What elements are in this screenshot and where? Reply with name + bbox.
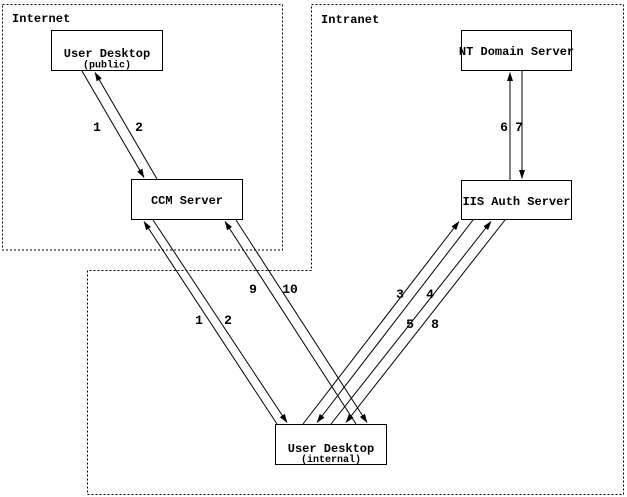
step-label-6: 6	[500, 120, 508, 135]
arrow-10-ccm-to-internal-desktop	[235, 219, 368, 423]
step-label-3: 3	[396, 287, 404, 302]
step-label-9: 9	[249, 282, 257, 297]
internet-zone-border	[2, 4, 283, 251]
iis-auth-server-box	[461, 180, 572, 220]
user-desktop-internal-subtitle: (internal)	[301, 454, 361, 466]
arrow-4-iis-to-internal-desktop	[316, 219, 474, 423]
step-label-4: 4	[426, 287, 434, 302]
step-label-2-public: 2	[135, 120, 143, 135]
ccm-server-box	[131, 179, 243, 220]
node-ccm-server: CCM Server	[131, 179, 243, 220]
arrow-2-ccm-to-public-desktop	[94, 72, 158, 180]
arrow-8-iis-to-internal-desktop	[345, 219, 506, 423]
iis-auth-server-title: IIS Auth Server	[462, 195, 570, 209]
arrow-1-public-desktop-to-ccm	[81, 70, 145, 178]
internet-zone-label: Internet	[12, 12, 70, 26]
step-label-10: 10	[282, 282, 298, 297]
arrow-3-internal-desktop-to-iis	[302, 221, 460, 425]
arrow-2-ccm-to-internal-desktop	[152, 219, 288, 423]
arrow-5-internal-desktop-to-iis	[330, 221, 492, 425]
ccm-server-title: CCM Server	[151, 194, 223, 208]
node-user-desktop-public: User Desktop (public)	[51, 30, 163, 72]
intranet-zone-border	[87, 4, 624, 495]
user-desktop-public-box	[51, 30, 163, 71]
intranet-zone-label: Intranet	[321, 13, 379, 27]
nt-domain-server-title: NT Domain Server	[459, 45, 574, 59]
step-label-5: 5	[406, 317, 414, 332]
step-label-8: 8	[431, 317, 439, 332]
user-desktop-internal-title: User Desktop	[288, 442, 374, 456]
step-label-1-internal: 1	[195, 313, 203, 328]
arrow-9-internal-desktop-to-ccm	[224, 221, 357, 425]
nt-domain-server-box	[461, 30, 572, 71]
arrow-1-internal-desktop-to-ccm	[143, 221, 278, 425]
user-desktop-public-title: User Desktop	[64, 47, 150, 61]
step-label-2-internal: 2	[224, 313, 232, 328]
user-desktop-internal-box	[275, 424, 387, 465]
node-user-desktop-internal: User Desktop (internal)	[275, 424, 387, 466]
node-nt-domain-server: NT Domain Server	[459, 30, 574, 71]
node-iis-auth-server: IIS Auth Server	[461, 180, 572, 220]
user-desktop-public-subtitle: (public)	[83, 60, 131, 72]
step-label-1-public: 1	[93, 120, 101, 135]
step-label-7: 7	[515, 120, 523, 135]
